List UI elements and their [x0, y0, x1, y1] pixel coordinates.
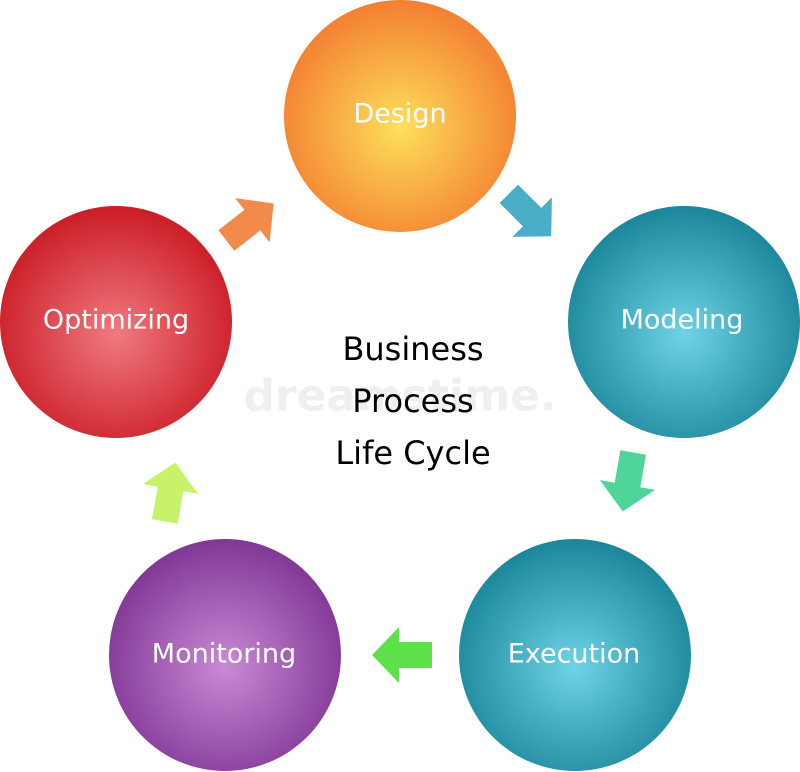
stage-label-execution: Execution [508, 639, 641, 670]
stage-label-monitoring: Monitoring [152, 639, 296, 670]
stage-circle [109, 539, 341, 771]
arrow-shape [372, 627, 432, 683]
stage-circle [284, 0, 516, 232]
stage-monitoring: Monitoring [109, 539, 341, 771]
center-title-line-1: Business [342, 330, 483, 368]
stage-circle [0, 206, 232, 438]
arrow-design-to-modeling-icon [499, 184, 552, 237]
stage-label-optimizing: Optimizing [43, 305, 189, 336]
arrow-shape [218, 198, 274, 251]
center-title: Business Process Life Cycle [335, 330, 490, 472]
stage-circle [459, 539, 691, 771]
center-title-line-2: Process [352, 382, 473, 420]
stage-optimizing: Optimizing [0, 206, 232, 438]
arrow-monitoring-to-optimizing-icon [142, 462, 199, 524]
stage-modeling: Modeling [568, 206, 800, 438]
arrow-shape [499, 184, 552, 237]
watermark-text: dreamstime. [243, 371, 556, 422]
arrow-optimizing-to-design-icon [218, 198, 274, 251]
arrow-shape [599, 450, 656, 512]
stage-label-modeling: Modeling [621, 305, 744, 336]
stage-execution: Execution [459, 539, 691, 771]
stage-circle [568, 206, 800, 438]
center-title-line-3: Life Cycle [335, 434, 490, 472]
arrow-execution-to-monitoring-icon [372, 627, 432, 683]
arrow-modeling-to-execution-icon [599, 450, 656, 512]
stage-design: Design [284, 0, 516, 232]
arrow-shape [142, 462, 199, 524]
stage-label-design: Design [353, 99, 446, 130]
